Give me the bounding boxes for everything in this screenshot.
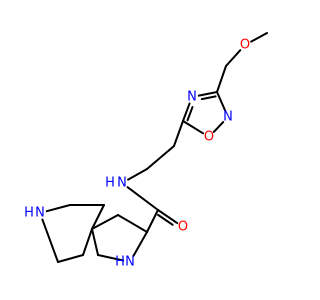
bond-layer: [41, 32, 268, 263]
bond-N2_ring-O1_ring: [212, 121, 225, 133]
atom-label-O1_ring: O: [204, 130, 214, 145]
bond-C3_ring-N2_ring: [216, 91, 227, 112]
atom-label-N2_ring: N: [223, 110, 233, 125]
bond-C_carbonyl-O_carbonyl-second: [157, 213, 174, 226]
bond-N_pip-C_pip_b2: [41, 218, 59, 263]
bond-C_pyr4-C_pyr3: [117, 214, 148, 233]
bond-C5_ring-N4_ring: [182, 102, 191, 122]
bond-C_methyl-O_ether: [250, 32, 268, 43]
atom-label-O_ether: O: [240, 38, 250, 53]
atom-label-N_pip: N: [35, 206, 45, 221]
bond-C_eth1-C_eth2: [146, 145, 175, 170]
bond-C_pip_b1-C_spiro: [82, 228, 93, 256]
bond-C3_ring-N4_ring-second: [200, 95, 217, 101]
bond-C_pyr3-N_pyr: [132, 231, 148, 257]
bond-C5_ring-C_eth1: [173, 120, 184, 147]
atom-label-N_amide: N: [117, 176, 127, 191]
bond-C3_ring-N4_ring: [197, 91, 218, 97]
bond-C_ch2o-C3_ring: [216, 65, 227, 93]
bond-N_amide-C_carbonyl: [126, 186, 159, 211]
bond-C_pyr1-C_spiro: [91, 228, 99, 256]
bond-N_pyr-C_pyr1: [97, 254, 125, 262]
bond-C5_ring-N4_ring-second: [186, 106, 194, 122]
atom-label-H_pip: H: [24, 206, 34, 221]
bond-C_carbonyl-O_carbonyl: [157, 209, 179, 225]
bond-C_carbonyl-C_pyr3: [146, 209, 159, 233]
atom-label-N_pyr: N: [125, 255, 135, 270]
bond-O_ether-C_ch2o: [225, 49, 242, 67]
bond-O1_ring-C5_ring: [182, 120, 205, 135]
atom-label-N4_ring: N: [187, 90, 197, 105]
atom-label-H_amide: H: [105, 176, 115, 191]
bond-C_pip_b2-C_pip_b1: [57, 254, 84, 263]
bond-C_pip_a2-N_pip: [45, 204, 71, 213]
bond-C_spiro-C_pip_a1: [91, 204, 105, 230]
bond-C_spiro-C_pyr4: [91, 214, 119, 230]
atom-label-H_pyr: H: [115, 255, 125, 270]
bond-C_eth2-N_amide: [127, 168, 148, 181]
atom-label-O_carbonyl: O: [178, 220, 188, 235]
